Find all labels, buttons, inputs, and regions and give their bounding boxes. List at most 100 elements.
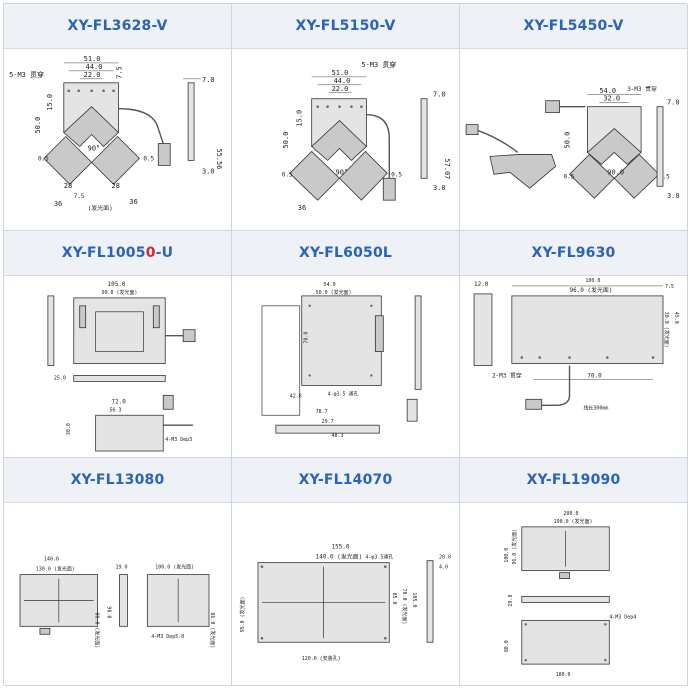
card-header: XY-FL5150-V xyxy=(232,4,459,49)
dim-label: 54.0 xyxy=(324,282,336,288)
dim-label: 30.0 (发光面) xyxy=(663,312,670,348)
product-title: XY-FL10050-U xyxy=(62,245,173,261)
dim-label: 55.56 xyxy=(215,148,223,169)
title-part: XY-FL1005 xyxy=(61,245,146,261)
dimension-drawing: 155.0 140.0 (发光面) 4-φ3.5通孔 95.0 (发光面) 85… xyxy=(239,544,451,662)
dim-label: 50.0 xyxy=(564,132,572,149)
dim-label: 100.0 xyxy=(585,278,600,284)
dim-label: 2-M3 贯穿 xyxy=(492,371,522,379)
dimension-drawing: 105.0 99.0 (发光面) 25.0 72.0 56.3 4-M3 Dep… xyxy=(47,281,196,452)
dim-label: 7.5 xyxy=(665,284,674,290)
card-header: XY-FL14070 xyxy=(232,458,459,503)
dimension-drawing: 200.0 190.0 (发光面) 100.0 96.0 (发光面) 29.0 … xyxy=(504,511,636,678)
dim-label: 90.0 xyxy=(106,606,112,618)
dim-label: 4-φ3.5 通孔 xyxy=(328,390,359,397)
dim-label: 95.0 (发光面) xyxy=(239,596,246,632)
dim-label: 0.5 xyxy=(391,171,402,178)
dim-label: 96.0 (发光面) xyxy=(511,529,518,565)
product-title: XY-FL5450-V xyxy=(523,18,624,34)
card-header: XY-FL13080 xyxy=(4,458,231,503)
dim-label: 50.0 xyxy=(282,132,290,149)
dim-label: 80.0 (发光面) xyxy=(94,612,101,648)
dim-label: 86.0 (发光面) xyxy=(209,612,216,648)
dim-label: 99.0 (发光面) xyxy=(102,289,138,296)
dim-label: 130.0 (发光面) xyxy=(36,566,75,573)
dim-label: 3.0 xyxy=(202,167,215,175)
dim-label: 19.0 xyxy=(116,565,128,571)
dimension-drawing: 51.0 44.0 22.0 5-M3 贯穿 15.0 50.0 90° 0.5… xyxy=(282,60,451,212)
dim-label: 140.0 xyxy=(44,557,59,563)
dim-label: 105.0 xyxy=(411,593,417,608)
dim-label: 45.0 xyxy=(673,312,679,324)
dim-label: 78.7 xyxy=(316,409,328,415)
dimension-drawing: 100.0 96.0 (发光面) 12.0 45.0 30.0 (发光面) 7.… xyxy=(473,278,679,411)
product-title: XY-FL14070 xyxy=(298,472,393,488)
dim-label: 105.0 xyxy=(108,281,126,288)
dim-label: 29.0 xyxy=(508,594,514,606)
card-header: XY-FL3628-V xyxy=(4,4,231,49)
dim-label: 200.0 xyxy=(564,511,579,517)
dimension-drawing: 51.0 44.0 22.0 5-M3 贯穿 7.5 15.0 50.0 90°… xyxy=(9,55,223,212)
dim-label: 180.0 xyxy=(556,672,571,678)
dim-label: 7.5 xyxy=(115,66,123,79)
dim-label: 7.0 xyxy=(667,99,680,107)
dim-label: 0.5 xyxy=(143,155,154,162)
product-title: XY-FL19090 xyxy=(526,472,621,488)
product-title: XY-FL13080 xyxy=(70,472,165,488)
dim-label: 22.0 xyxy=(332,85,349,93)
dim-label: 90° xyxy=(88,144,101,152)
dim-label: 15.0 xyxy=(46,94,54,111)
title-part: -U xyxy=(155,245,174,261)
dim-label: 90.0 xyxy=(607,168,624,176)
dim-label: 7.5 xyxy=(74,193,85,200)
dim-label: 80.0 xyxy=(504,640,510,652)
dimension-drawing: 54.0 32.0 3-M3 贯穿 50.0 90.0 0.5 0.5 7.0 … xyxy=(465,85,680,200)
product-card-xy-fl3628-v: XY-FL3628-V 51.0 44.0 22.0 5-M3 贯穿 7.5 1… xyxy=(4,4,232,231)
product-card-xy-fl9630: XY-FL9630 100.0 96.0 (发光面) 12.0 45.0 30.… xyxy=(460,231,688,458)
dim-label: 15.0 xyxy=(296,110,304,127)
dim-label: 50.0 xyxy=(34,117,42,134)
title-highlight: 0 xyxy=(145,245,156,261)
dim-label: 50.0 (发光面) xyxy=(316,289,352,296)
dim-label: 100.0 xyxy=(504,548,510,563)
dim-label: 12.0 xyxy=(474,281,489,288)
dim-label: 100.0 (发光面) xyxy=(155,564,194,571)
dim-label: 3.0 xyxy=(433,184,446,192)
dim-label: 51.0 xyxy=(84,55,101,63)
dim-label: 7.0 xyxy=(433,91,446,99)
product-card-xy-fl19090: XY-FL19090 200.0 190.0 (发光面) 100.0 96.0 … xyxy=(460,458,688,686)
dim-label: 32.0 xyxy=(603,95,620,103)
dim-label: 4-M3 Dep5.0 xyxy=(151,634,184,640)
dim-label: 51.0 xyxy=(332,69,349,77)
dim-label: 120.0 (安装孔) xyxy=(302,655,341,662)
dim-label: 3.0 xyxy=(667,192,680,200)
card-header: XY-FL6050L xyxy=(232,231,459,276)
dim-label: 36 xyxy=(54,200,62,208)
dim-label: 4-φ3.5通孔 xyxy=(365,554,393,561)
dim-label: 线长300mm xyxy=(583,404,608,411)
product-title: XY-FL9630 xyxy=(531,245,616,261)
dim-label: 7.0 xyxy=(202,76,215,84)
dim-label: 48.3 xyxy=(332,433,344,439)
card-header: XY-FL9630 xyxy=(460,231,687,276)
product-card-xy-fl6050l: XY-FL6050L 54.0 50.0 (发光面) 70.0 42.6 78.… xyxy=(232,231,460,458)
product-title: XY-FL3628-V xyxy=(67,18,168,34)
product-card-xy-fl10050-u: XY-FL10050-U 105.0 99.0 (发光面) 25.0 72.0 … xyxy=(4,231,232,458)
dim-label: 36 xyxy=(298,204,306,212)
dim-label: 72.0 xyxy=(112,398,127,405)
dim-label: (发光面) xyxy=(88,204,113,212)
dim-label: 0.5 xyxy=(38,155,49,162)
dim-label: 4.0 xyxy=(439,565,448,571)
product-card-xy-fl13080: XY-FL13080 140.0 130.0 (发光面) 80.0 (发光面) … xyxy=(4,458,232,686)
product-title: XY-FL5150-V xyxy=(295,18,396,34)
dim-label: 0.5 xyxy=(564,173,575,180)
dim-label: 5-M3 贯穿 xyxy=(361,60,396,69)
dim-label: 36 xyxy=(129,198,137,206)
product-title: XY-FL6050L xyxy=(298,245,393,261)
dim-label: 5-M3 贯穿 xyxy=(9,70,44,79)
dim-label: 30.0 xyxy=(66,423,72,435)
card-header: XY-FL10050-U xyxy=(4,231,231,276)
dim-label: 4-M3 Dep3 xyxy=(165,437,192,443)
dim-label: 56.3 xyxy=(110,407,122,413)
dim-label: 0.5 xyxy=(659,173,670,180)
